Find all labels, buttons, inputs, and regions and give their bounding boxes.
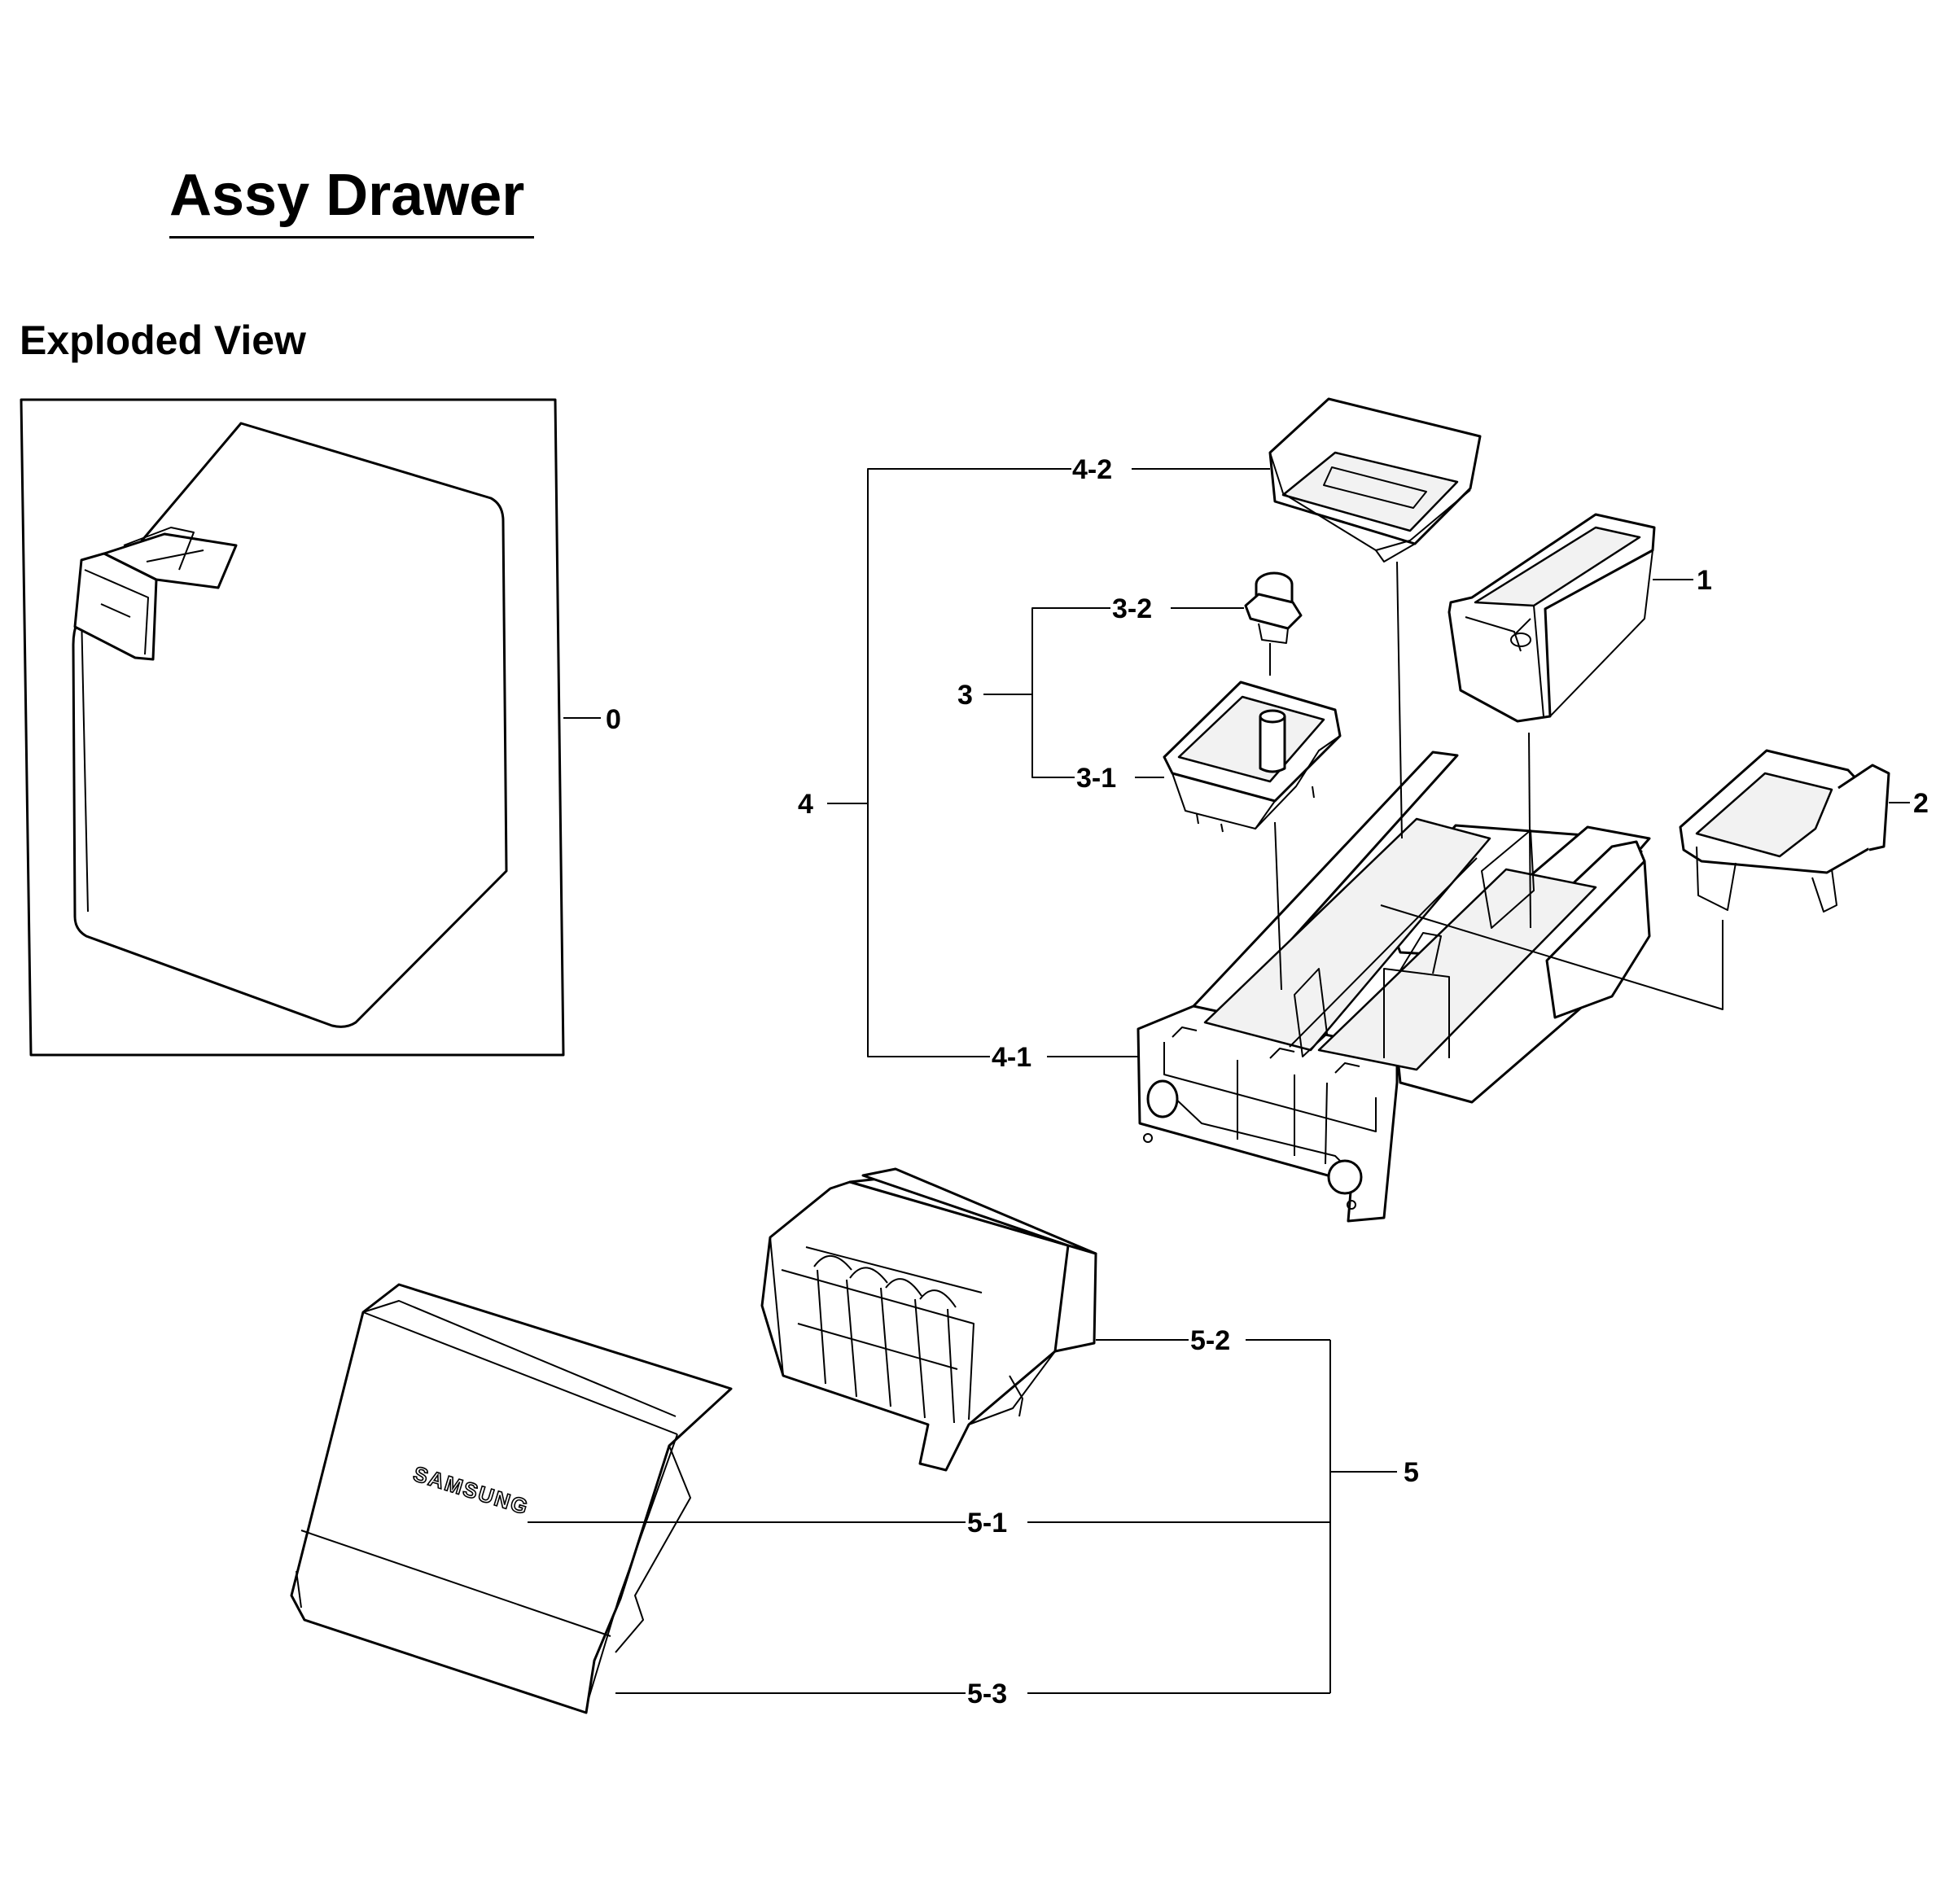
leader-lines [528, 468, 1910, 1694]
page-title: Assy Drawer [169, 160, 535, 239]
overview-drawer-icon [73, 527, 238, 661]
callout-5-3-label: 5-3 [967, 1679, 1007, 1709]
part-4-2-tray [1268, 397, 1482, 562]
overview-panel: 0 [20, 398, 621, 1057]
callout-4-label: 4 [798, 789, 813, 820]
callout-5-2-label: 5-2 [1190, 1325, 1230, 1356]
callout-labels: 4-2 3-2 3 3-1 4 4-1 1 2 5-2 5 5-1 5-3 [798, 454, 1929, 1709]
part-5-2-frame [760, 1167, 1097, 1472]
part-3-2-cap [1244, 571, 1303, 644]
callout-0-label: 0 [606, 704, 621, 735]
callout-5-label: 5 [1404, 1457, 1419, 1488]
callout-3-1-label: 3-1 [1076, 763, 1116, 794]
part-5-3-front-panel [290, 1283, 733, 1714]
part-1-container [1448, 513, 1656, 723]
callout-4-1-label: 4-1 [992, 1042, 1031, 1073]
callout-3-2-label: 3-2 [1112, 593, 1152, 624]
section-title: Exploded View [20, 317, 306, 363]
part-2-container [1679, 749, 1890, 913]
callout-4-2-label: 4-2 [1072, 454, 1112, 485]
part-3-1-basket [1163, 681, 1342, 833]
callout-2-label: 2 [1913, 788, 1929, 819]
callout-5-1-label: 5-1 [967, 1508, 1007, 1539]
callout-3-label: 3 [957, 680, 973, 711]
callout-1-label: 1 [1697, 565, 1712, 596]
part-4-1-housing [1137, 751, 1651, 1223]
